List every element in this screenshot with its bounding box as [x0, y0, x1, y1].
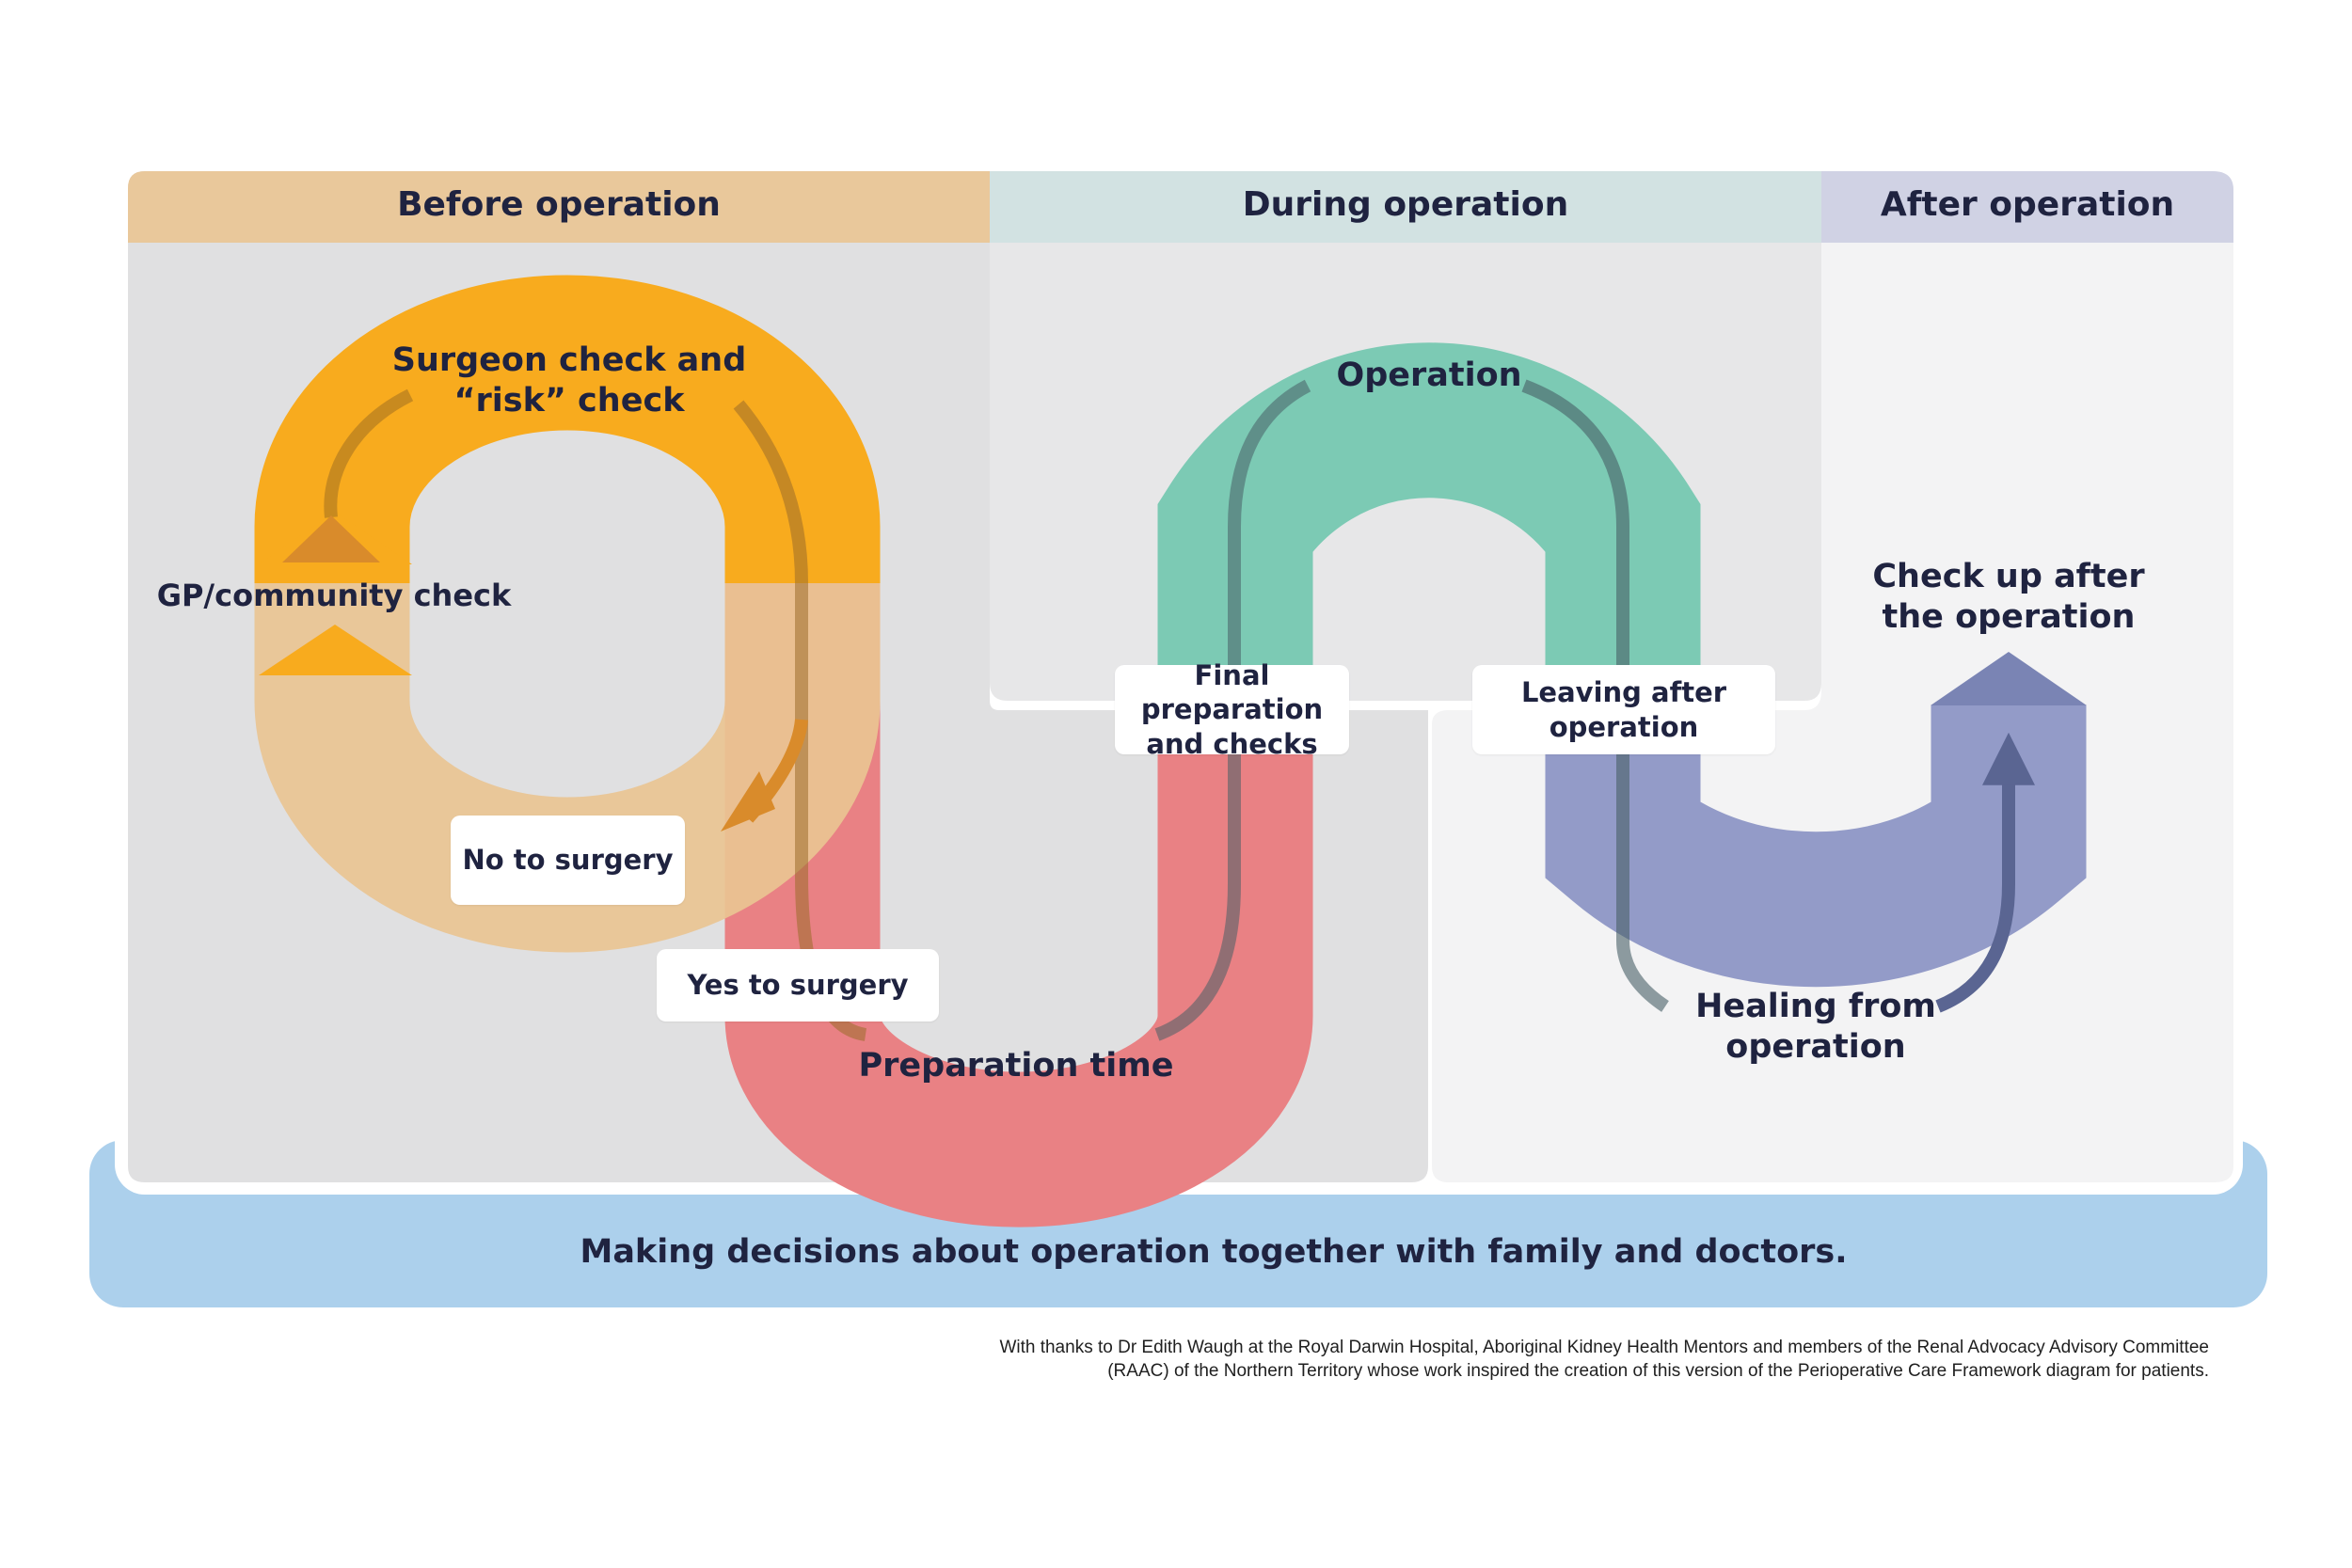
healing-label: Healing from operation	[1695, 988, 1936, 1066]
header-bar-before	[128, 171, 990, 243]
final-preparation-box: Final preparation and checks	[1115, 659, 1349, 760]
phase-after-label: After operation	[1880, 185, 2175, 224]
path-arrow-gp	[282, 515, 380, 562]
path-line-surgeon	[324, 388, 414, 518]
phase-during-label: During operation	[1242, 185, 1569, 224]
decision-band-text: Making decisions about operation togethe…	[580, 1233, 1848, 1271]
track-operation	[1157, 342, 1701, 696]
gp-arrow-bottom	[259, 625, 412, 675]
path-line-healing	[1935, 732, 2035, 1013]
yes-surgery-box: Yes to surgery	[657, 949, 939, 1022]
header-bar-after	[1821, 171, 2233, 243]
credit-text: With thanks to Dr Edith Waugh at the Roy…	[999, 1338, 2209, 1381]
check-up-label: Check up after the operation	[1872, 558, 2145, 636]
track-healing	[1545, 696, 2087, 988]
track-preparation	[724, 583, 1313, 1227]
no-surgery-box: No to surgery	[451, 816, 685, 905]
leaving-box: Leaving after operation	[1472, 665, 1775, 754]
checkup-arrow-head	[1931, 652, 2087, 705]
surgeon-check-label: Surgeon check and “risk” check	[391, 341, 747, 420]
track-surgeon-check	[254, 275, 881, 583]
phase-before-label: Before operation	[397, 185, 721, 224]
path-line-prep	[1154, 379, 1311, 1041]
operation-label: Operation	[1336, 356, 1522, 394]
path-line-op	[1521, 379, 1669, 1012]
path-arrow-no-surgery	[721, 771, 775, 832]
header-bar-during	[990, 171, 1821, 243]
preparation-time-label: Preparation time	[858, 1047, 1174, 1085]
gp-check-label: GP/community check	[156, 578, 512, 613]
